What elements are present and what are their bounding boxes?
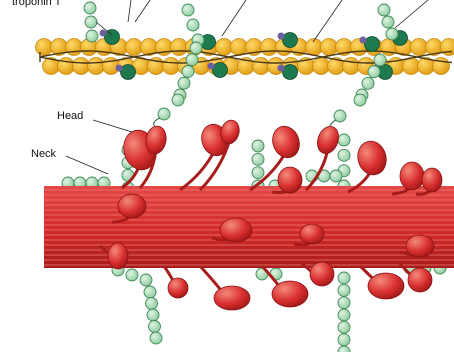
titin-bead xyxy=(140,274,152,286)
actin-bead xyxy=(321,39,338,56)
troponin-subunit xyxy=(208,63,215,70)
myosin-head xyxy=(220,218,252,242)
myosin-head xyxy=(272,281,308,307)
leader-line-4 xyxy=(313,0,342,42)
actin-bead xyxy=(66,39,83,56)
titin-bead xyxy=(252,140,264,152)
titin-bead xyxy=(386,28,398,40)
neck-label: Neck xyxy=(31,148,56,160)
troponin-complex xyxy=(105,30,120,45)
actin-bead xyxy=(73,58,90,75)
actin-bead xyxy=(163,58,180,75)
neck-leader xyxy=(66,156,108,174)
titin-bead xyxy=(144,286,156,298)
titin-bead xyxy=(186,54,198,66)
titin-bead xyxy=(338,149,350,161)
titin-bead xyxy=(149,321,161,333)
leader-line-1 xyxy=(128,0,131,22)
troponin-label: troponin T xyxy=(12,0,61,8)
actin-bead xyxy=(253,58,270,75)
actin-bead xyxy=(126,39,143,56)
myosin-head xyxy=(314,123,342,156)
titin-bead xyxy=(338,309,350,321)
troponin-complex xyxy=(213,63,228,78)
myosin-head xyxy=(422,168,442,192)
titin-bead xyxy=(126,269,138,281)
actin-bead xyxy=(403,58,420,75)
troponin-complex xyxy=(283,33,298,48)
titin-bead xyxy=(362,77,374,89)
myosin-head xyxy=(108,243,128,269)
leader-line-3 xyxy=(222,0,246,36)
titin-bead xyxy=(338,321,350,333)
titin-bead xyxy=(338,272,350,284)
myosin-head xyxy=(300,224,324,244)
troponin-subunit xyxy=(360,37,367,44)
titin-bead xyxy=(187,19,199,31)
troponin-subunit xyxy=(278,33,285,40)
actin-bead xyxy=(171,39,188,56)
myosin-head xyxy=(118,194,146,218)
myosin-head xyxy=(310,262,334,286)
troponin-subunit xyxy=(116,65,123,72)
troponin-subunit xyxy=(100,30,107,37)
titin-bead xyxy=(368,66,380,78)
actin-bead xyxy=(411,39,428,56)
titin-bead xyxy=(338,134,350,146)
titin-bead xyxy=(338,284,350,296)
head-leader xyxy=(93,120,132,132)
titin-bead xyxy=(374,54,386,66)
titin-bead xyxy=(382,16,394,28)
myosin-neck xyxy=(180,150,215,190)
titin-bead xyxy=(178,77,190,89)
myosin-head xyxy=(268,123,303,162)
titin-bead xyxy=(182,4,194,16)
titin-bead xyxy=(354,94,366,106)
leader-line-5 xyxy=(395,0,428,28)
titin-bead xyxy=(252,167,264,179)
actin-bead xyxy=(88,58,105,75)
actin-bead xyxy=(313,58,330,75)
actin-bead xyxy=(36,39,53,56)
actin-bead xyxy=(216,39,233,56)
myosin-head xyxy=(368,273,404,299)
myosin-head xyxy=(278,167,302,193)
titin-bead xyxy=(150,332,162,344)
myosin-head xyxy=(406,235,434,257)
troponin-complex xyxy=(283,65,298,80)
myosin-head xyxy=(400,162,424,190)
troponin-complex xyxy=(365,37,380,52)
myosin-head xyxy=(168,278,188,298)
head-label: Head xyxy=(57,110,83,122)
actin-bead xyxy=(231,39,248,56)
myosin-head xyxy=(214,286,250,310)
leader-line-2 xyxy=(135,0,150,22)
myosin-neck xyxy=(306,148,328,190)
titin-bead xyxy=(338,297,350,309)
actin-bead xyxy=(261,39,278,56)
titin-bead xyxy=(338,346,350,352)
titin-bead xyxy=(252,153,264,165)
troponin-subunit xyxy=(278,65,285,72)
myosin-head xyxy=(408,268,432,292)
troponin-complex xyxy=(121,65,136,80)
titin-bead xyxy=(172,94,184,106)
titin-bead xyxy=(84,2,96,14)
titin-bead xyxy=(330,170,342,182)
titin-bead xyxy=(182,66,194,78)
titin-bead xyxy=(146,298,158,310)
actin-bead xyxy=(343,58,360,75)
titin-bead xyxy=(86,30,98,42)
titin-bead xyxy=(190,42,202,54)
titin-bead xyxy=(378,4,390,16)
titin-bead xyxy=(338,334,350,346)
myosin-head xyxy=(354,138,390,178)
titin-bead xyxy=(147,309,159,321)
titin-bead xyxy=(85,16,97,28)
